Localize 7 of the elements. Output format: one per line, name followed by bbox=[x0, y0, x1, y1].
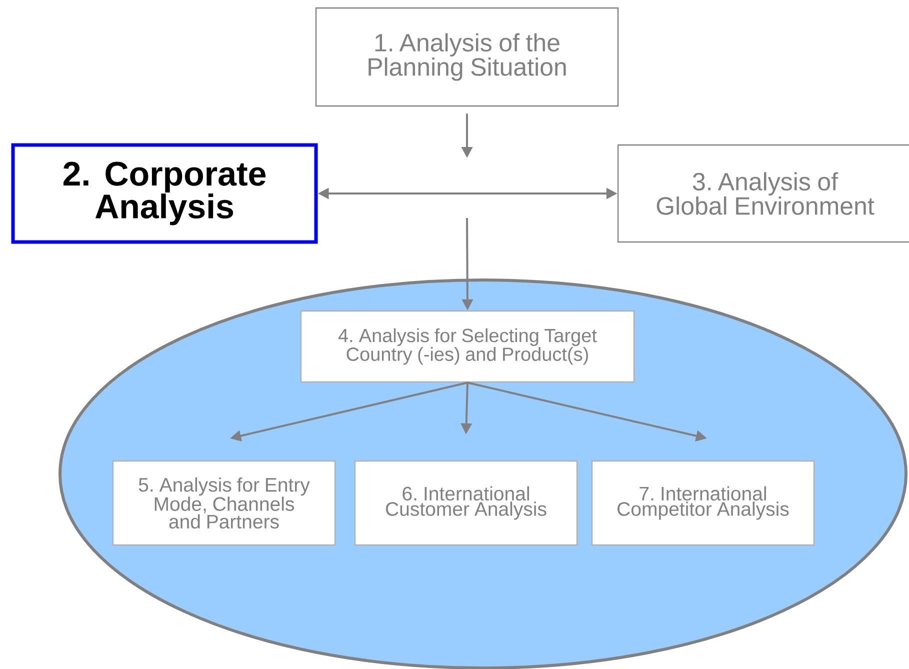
process-box: 4. Analysis for Selecting Target Country (-ies) and Product(s) bbox=[300, 310, 635, 383]
process-box: 7. International Competitor Analysis bbox=[591, 460, 815, 546]
process-box: 6. International Customer Analysis bbox=[354, 460, 578, 546]
process-box: 3. Analysis of Global Environment bbox=[617, 144, 909, 243]
process-box: 5. Analysis for Entry Mode, Channels and Partners bbox=[112, 460, 336, 546]
highlighted-box: 2. Corporate Analysis bbox=[11, 143, 318, 244]
process-box: 1. Analysis of the Planning Situation bbox=[315, 7, 619, 107]
